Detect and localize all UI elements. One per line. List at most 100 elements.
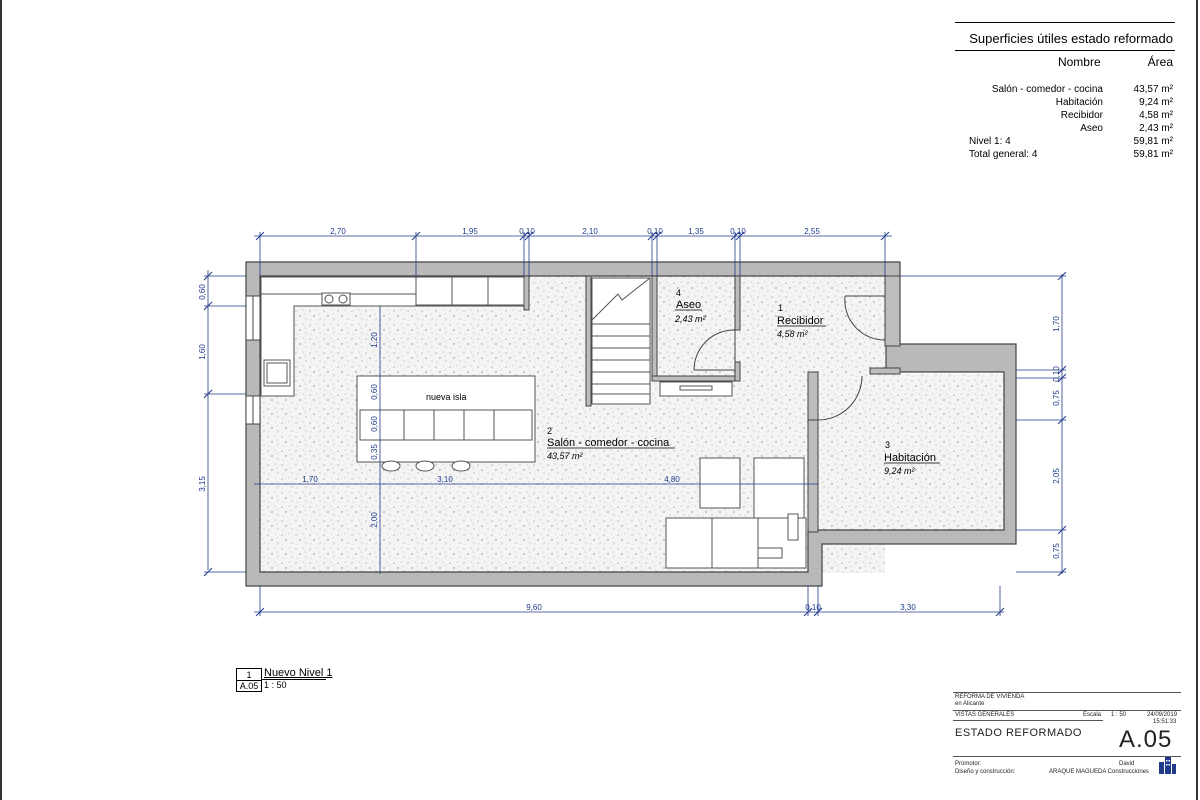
view-number: 1	[246, 670, 252, 680]
dimension-label: 3,30	[900, 603, 916, 612]
schedule-row-area: 4,58 m²	[1139, 110, 1173, 121]
column-header-name: Nombre	[1057, 55, 1101, 69]
schedule-row: Recibidor 4,58 m²	[955, 109, 1175, 122]
project-name: REFORMA DE VIVIENDA	[955, 694, 1025, 700]
dimension-label: 0,10	[805, 603, 821, 612]
room-area: 9,24 m²	[884, 466, 916, 476]
dimension-label: 1,20	[370, 332, 379, 348]
dimension-label: 2,00	[370, 512, 379, 528]
dimension-label: 4,80	[664, 475, 680, 484]
room-tag-aseo: 4 Aseo 2,43 m²	[674, 288, 707, 324]
kitchen-island	[356, 375, 536, 472]
dimension-label: 3,10	[437, 475, 453, 484]
project-location: en Alicante	[955, 701, 985, 707]
schedule-row-name: Habitación	[1055, 97, 1103, 108]
column-header-area: Área	[1147, 55, 1173, 69]
dimension-labels-left: 0,60 1,60 3,15	[198, 284, 207, 492]
dimension-label: 2,05	[1052, 468, 1061, 484]
room-number: 4	[676, 288, 681, 298]
view-name: Nuevo Nivel 1	[264, 667, 333, 679]
dimension-label: 2,70	[330, 227, 346, 236]
dimension-labels-interior: 1,70 3,10 4,80 1,20 0,60 0,60 0,35 2,00	[302, 332, 680, 528]
area-schedule-table: Superficies útiles estado reformado Nomb…	[955, 22, 1175, 161]
schedule-row: Habitación 9,24 m²	[955, 96, 1175, 109]
designer-name: ARAQUE MAGUEDA Construcciones	[1049, 769, 1150, 775]
schedule-row-area: 59,81 m²	[1133, 149, 1173, 160]
dimension-label: 0,35	[370, 444, 379, 460]
schedule-row-area: 2,43 m²	[1139, 123, 1173, 134]
dimension-label: 3,15	[198, 476, 207, 492]
view-name-underline	[262, 679, 326, 680]
room-name: Salón - comedor - cocina	[547, 437, 670, 449]
title-block: REFORMA DE VIVIENDA en Alicante VISTAS G…	[953, 692, 1181, 800]
sheet-border-right	[1196, 0, 1198, 800]
dimension-ticks	[203, 231, 1067, 617]
room-name: Recibidor	[777, 315, 824, 327]
dimension-label: 0,10	[730, 227, 746, 236]
dimension-label: 0,75	[1052, 543, 1061, 559]
promoter-name: David	[1119, 761, 1135, 767]
window-left	[245, 295, 261, 425]
dimension-lines	[204, 232, 1066, 616]
view-sheet: A.05	[239, 681, 259, 691]
title-block-rule	[953, 692, 1181, 693]
design-label: Diseño y construcción:	[955, 769, 1016, 775]
view-tag-divider	[237, 680, 261, 681]
room-tag-salon: 2 Salón - comedor - cocina 43,57 m²	[547, 426, 675, 461]
room-tag-habitacion: 3 Habitación 9,24 m²	[884, 440, 940, 476]
dimension-label: 1,35	[688, 227, 704, 236]
schedule-row-name: Recibidor	[1060, 110, 1103, 121]
dimension-label: 0,60	[370, 416, 379, 432]
aseo-shelf	[659, 381, 733, 397]
room-area: 43,57 m²	[547, 451, 584, 461]
schedule-row-name: Aseo	[1080, 123, 1103, 134]
schedule-row-name: Salón - comedor - cocina	[991, 84, 1103, 95]
aseo-door	[693, 329, 736, 371]
schedule-row-name: Total general: 4	[969, 149, 1038, 160]
dimension-label: 0,10	[1052, 366, 1061, 382]
title-block-rule	[953, 756, 1181, 757]
room-name: Aseo	[676, 299, 701, 311]
schedule-row: Salón - comedor - cocina 43,57 m²	[955, 83, 1175, 96]
room-number: 1	[778, 303, 783, 313]
sheet-border-left	[0, 0, 2, 800]
area-schedule-title: Superficies útiles estado reformado	[955, 22, 1175, 51]
section-name: VISTAS GENERALES	[955, 712, 1015, 718]
dimension-label: 0,60	[370, 384, 379, 400]
dimension-labels-top: 2,70 1,95 0,10 2,10 0,10 1,35 0,10 2,55	[330, 227, 820, 236]
schedule-row-area: 9,24 m²	[1139, 97, 1173, 108]
dimension-label: 1,60	[198, 344, 207, 360]
entrance-door	[844, 295, 886, 341]
room-number: 2	[547, 426, 552, 436]
dimension-label: 2,10	[582, 227, 598, 236]
room-tag-recibidor: 1 Recibidor 4,58 m²	[777, 303, 826, 339]
room-number: 3	[885, 440, 890, 450]
staircase	[591, 277, 651, 405]
schedule-row-name: Nivel 1: 4	[969, 136, 1011, 147]
schedule-level-total: Nivel 1: 4 59,81 m²	[955, 135, 1175, 148]
view-tag-box: 1 A.05	[236, 668, 262, 692]
kitchen-counter	[260, 276, 525, 397]
living-furniture	[665, 457, 807, 569]
interior-walls	[523, 275, 901, 533]
dimension-label: 0,60	[198, 284, 207, 300]
schedule-row-area: 43,57 m²	[1133, 84, 1173, 95]
dimension-label: 0,10	[647, 227, 663, 236]
time-value: 15:51:33	[1153, 719, 1177, 725]
dimension-label: 0,10	[519, 227, 535, 236]
area-schedule-header: Nombre Área	[955, 51, 1175, 83]
drawing-title: ESTADO REFORMADO	[955, 727, 1082, 739]
dimension-label: 0,75	[1052, 390, 1061, 406]
room-name: Habitación	[884, 452, 936, 464]
dimension-labels-bottom: 9,60 0,10 3,30	[526, 603, 916, 612]
company-logo-icon	[1159, 757, 1176, 774]
bedroom-door	[817, 375, 863, 421]
schedule-row-area: 59,81 m²	[1133, 136, 1173, 147]
room-area: 4,58 m²	[777, 329, 809, 339]
dimension-label: 1,95	[462, 227, 478, 236]
title-block-rule	[953, 710, 1181, 711]
schedule-grand-total: Total general: 4 59,81 m²	[955, 148, 1175, 161]
schedule-row: Aseo 2,43 m²	[955, 122, 1175, 135]
room-area: 2,43 m²	[674, 314, 707, 324]
sheet-number: A.05	[1119, 726, 1173, 753]
